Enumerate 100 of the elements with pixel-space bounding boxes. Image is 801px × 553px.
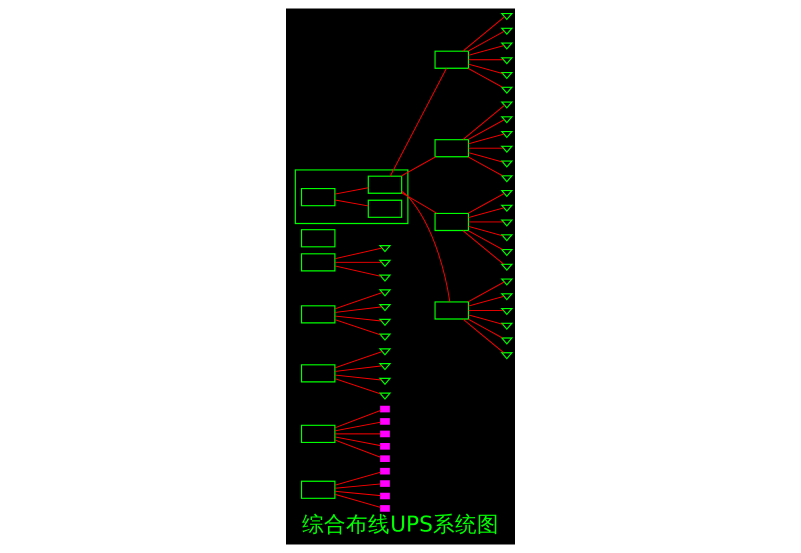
node-bar bbox=[380, 505, 390, 512]
connector bbox=[462, 318, 504, 353]
node-socket bbox=[500, 278, 514, 286]
connector bbox=[468, 207, 504, 218]
node-socket bbox=[500, 204, 514, 212]
node-socket bbox=[500, 146, 514, 153]
connector bbox=[400, 156, 436, 177]
connector bbox=[468, 30, 505, 52]
node-socket bbox=[500, 72, 514, 80]
node-socket bbox=[378, 318, 392, 326]
node-bar bbox=[380, 406, 390, 412]
node-socket bbox=[500, 57, 514, 64]
node-box bbox=[368, 176, 402, 194]
connector bbox=[334, 262, 382, 263]
node-box bbox=[434, 139, 469, 158]
node-socket bbox=[378, 260, 392, 268]
connector bbox=[334, 374, 382, 380]
node-socket bbox=[378, 378, 392, 386]
connector bbox=[468, 282, 505, 302]
node-socket bbox=[500, 234, 514, 242]
node-socket bbox=[500, 130, 514, 138]
connector bbox=[468, 64, 504, 74]
connector bbox=[468, 134, 504, 144]
node-box bbox=[300, 253, 336, 272]
node-socket bbox=[500, 190, 514, 198]
connector bbox=[462, 230, 504, 264]
node-box bbox=[300, 480, 336, 499]
connector bbox=[334, 292, 383, 310]
connector bbox=[468, 226, 504, 236]
node-socket bbox=[500, 248, 514, 256]
connector bbox=[334, 306, 382, 313]
connector bbox=[334, 365, 382, 372]
node-socket bbox=[500, 101, 514, 109]
connector bbox=[462, 104, 506, 140]
node-box bbox=[300, 364, 336, 382]
connector bbox=[468, 310, 504, 311]
connector bbox=[334, 410, 382, 428]
connector bbox=[468, 148, 504, 149]
node-socket bbox=[378, 245, 392, 252]
connector bbox=[462, 16, 506, 52]
connector bbox=[401, 192, 438, 214]
node-bar bbox=[380, 492, 390, 500]
connector bbox=[334, 378, 381, 394]
connector bbox=[334, 436, 382, 446]
diagram-title: 综合布线UPS系统图 bbox=[302, 512, 499, 538]
connector bbox=[334, 200, 369, 206]
connector bbox=[334, 319, 381, 336]
node-socket bbox=[500, 160, 514, 168]
connector bbox=[334, 433, 382, 434]
node-socket bbox=[500, 352, 514, 360]
node-box bbox=[368, 200, 402, 218]
node-socket bbox=[500, 322, 514, 330]
node-box bbox=[300, 424, 336, 444]
node-socket bbox=[500, 86, 514, 94]
connector bbox=[334, 266, 382, 277]
connector bbox=[334, 472, 382, 486]
connector bbox=[468, 119, 505, 140]
connector bbox=[390, 68, 447, 177]
node-socket bbox=[500, 308, 514, 316]
node-box bbox=[434, 212, 469, 232]
node-socket bbox=[500, 42, 514, 50]
node-bar bbox=[380, 418, 390, 425]
connector bbox=[468, 68, 503, 88]
node-box bbox=[300, 305, 336, 324]
connector bbox=[334, 187, 369, 195]
connector bbox=[334, 248, 382, 260]
connector bbox=[468, 318, 503, 338]
connector bbox=[334, 351, 383, 368]
node-box bbox=[434, 301, 469, 320]
node-box bbox=[300, 229, 336, 248]
node-bar bbox=[380, 468, 390, 474]
node-socket bbox=[500, 116, 514, 124]
connector bbox=[334, 494, 382, 508]
node-socket bbox=[378, 334, 392, 341]
connector bbox=[468, 193, 505, 214]
connector bbox=[334, 422, 382, 432]
node-box bbox=[300, 188, 336, 206]
node-socket bbox=[500, 12, 514, 20]
connector bbox=[334, 316, 382, 322]
node-bar bbox=[380, 443, 390, 450]
node-socket bbox=[378, 348, 392, 356]
node-bar bbox=[380, 455, 390, 462]
node-socket bbox=[500, 293, 514, 300]
node-socket bbox=[378, 392, 392, 400]
connector bbox=[468, 45, 504, 56]
node-socket bbox=[378, 274, 392, 282]
connector bbox=[401, 190, 450, 302]
connector bbox=[468, 314, 504, 325]
connector bbox=[334, 440, 382, 458]
node-socket bbox=[500, 337, 514, 345]
connector bbox=[468, 152, 504, 162]
node-box bbox=[434, 50, 469, 69]
node-bar bbox=[380, 480, 390, 487]
node-socket bbox=[378, 289, 392, 297]
connector bbox=[468, 296, 504, 306]
node-bar bbox=[380, 430, 390, 438]
cluster bbox=[294, 169, 408, 224]
connector bbox=[468, 156, 503, 176]
node-socket bbox=[500, 264, 514, 271]
connector bbox=[468, 230, 503, 250]
